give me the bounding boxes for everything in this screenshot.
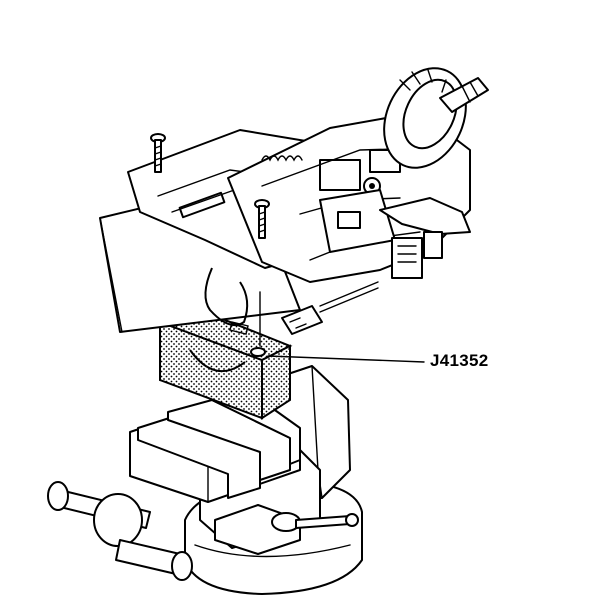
mounting-bolt-center bbox=[254, 199, 270, 239]
vise-lock-lever bbox=[271, 512, 359, 532]
multifunction-lever bbox=[379, 197, 471, 235]
mounting-bolt-left bbox=[150, 133, 166, 173]
wiring-connector bbox=[391, 231, 443, 279]
vise-handle bbox=[47, 481, 193, 581]
column-clamp bbox=[204, 267, 249, 326]
tool-callout-label: J41352 bbox=[430, 351, 489, 370]
steering-column bbox=[99, 67, 489, 347]
steering-shaft bbox=[439, 77, 489, 113]
callout-leader-line bbox=[267, 355, 425, 363]
column-upper-end bbox=[383, 67, 489, 169]
fixture-bolt-hole bbox=[250, 347, 266, 357]
bench-vise bbox=[47, 365, 363, 595]
fixture-side-face bbox=[261, 344, 291, 420]
